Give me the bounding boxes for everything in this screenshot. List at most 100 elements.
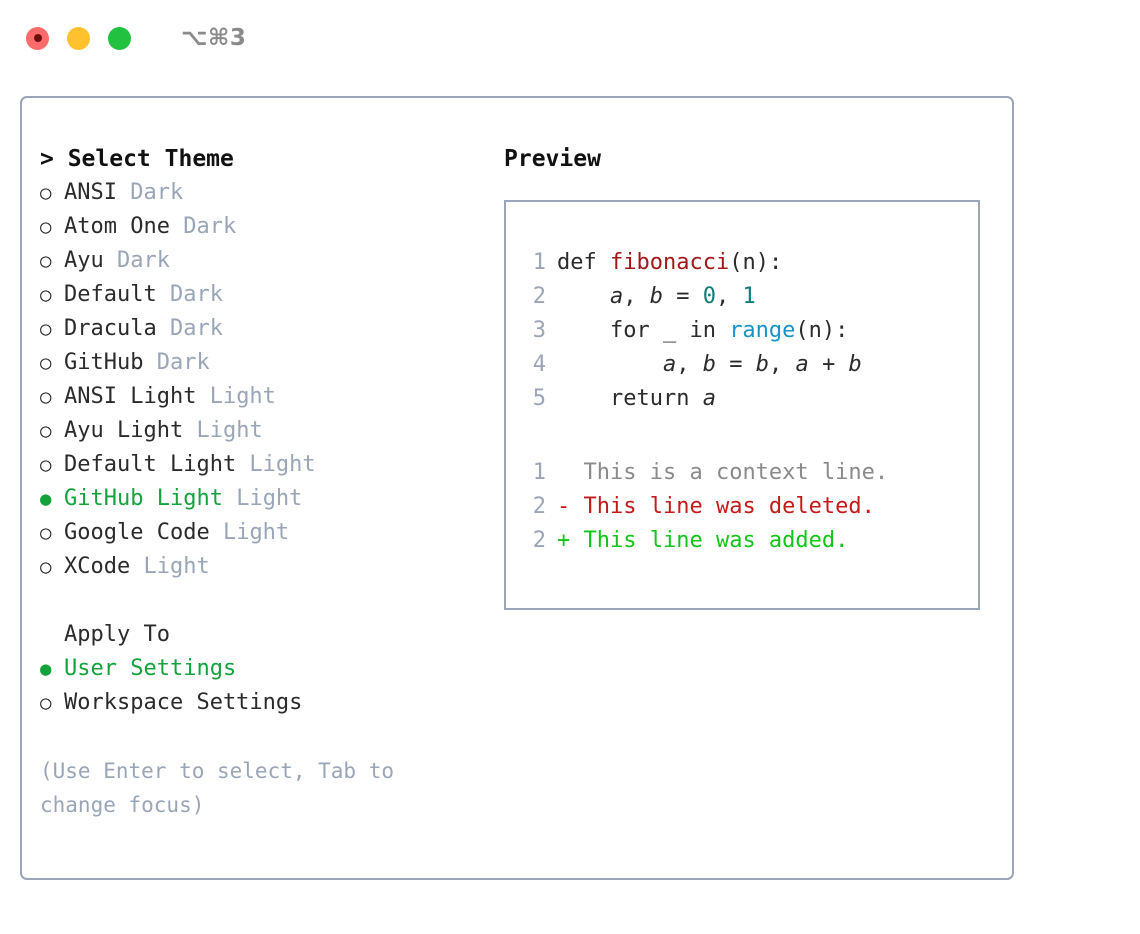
radio-unselected-icon: ○	[40, 352, 52, 374]
code-token-var: b	[755, 352, 769, 377]
apply-to-option-user-settings[interactable]: ●User Settings	[40, 652, 484, 686]
code-token-plain: return	[557, 386, 703, 411]
code-token-var: a	[662, 352, 677, 377]
apply-to-header: Apply To	[64, 622, 170, 647]
close-button-icon[interactable]	[26, 26, 49, 50]
code-line-number: 5	[532, 386, 546, 411]
theme-option-xcode[interactable]: ○ XCode Light	[40, 550, 484, 584]
theme-option-default-light[interactable]: ○ Default Light Light	[40, 448, 484, 482]
diff-marker: -	[557, 494, 584, 519]
diff-line-add: 2+ This line was added.	[524, 524, 978, 558]
code-token-plain: (n):	[795, 318, 849, 343]
radio-unselected-icon: ○	[40, 182, 52, 204]
code-token-plain: for _ in	[557, 318, 730, 343]
apply-to-option-list: ●User Settings ○ Workspace Settings	[40, 652, 484, 720]
theme-option-label: Google Code	[64, 520, 210, 545]
theme-option-ayu-light[interactable]: ○Ayu Light Light	[40, 414, 484, 448]
diff-line-number: 2	[532, 528, 546, 553]
theme-option-ansi-light[interactable]: ○ANSI Light Light	[40, 380, 484, 414]
radio-unselected-icon: ○	[40, 522, 52, 544]
code-token-plain	[557, 352, 663, 377]
radio-unselected-icon: ○	[40, 556, 52, 578]
hint-spacer	[40, 720, 484, 754]
theme-option-label: ANSI	[64, 180, 117, 205]
code-token-plain: ,	[768, 352, 796, 377]
radio-unselected-icon: ○	[40, 454, 52, 476]
diff-marker	[557, 460, 584, 485]
theme-option-variant: Light	[130, 554, 210, 579]
title-bar: ⌥⌘3	[0, 0, 1140, 76]
main-panel: > Select Theme ○ANSI Dark○Atom One Dark○…	[20, 96, 1014, 880]
theme-option-variant: Dark	[143, 350, 210, 375]
theme-option-label: Ayu Light	[64, 418, 184, 443]
theme-option-dracula[interactable]: ○ Dracula Dark	[40, 312, 484, 346]
theme-option-label: Ayu	[64, 248, 104, 273]
theme-option-label: Default	[64, 282, 157, 307]
code-token-plain	[557, 284, 610, 309]
theme-option-label: GitHub	[64, 350, 144, 375]
theme-option-variant: Light	[236, 452, 316, 477]
theme-option-label: Dracula	[64, 316, 157, 341]
theme-option-label: ANSI Light	[64, 384, 197, 409]
diff-spacer	[524, 416, 978, 456]
apply-to-option-label: Workspace Settings	[64, 690, 303, 715]
theme-option-label: Default Light	[64, 452, 237, 477]
radio-unselected-icon: ○	[40, 692, 52, 714]
diff-line-number: 2	[532, 494, 546, 519]
theme-option-variant: Light	[183, 418, 263, 443]
code-token-plain: ,	[676, 352, 703, 377]
theme-option-ayu[interactable]: ○Ayu Dark	[40, 244, 484, 278]
preview-title: Preview	[504, 146, 601, 172]
code-token-plain: +	[808, 352, 849, 377]
apply-to-option-workspace-settings[interactable]: ○ Workspace Settings	[40, 686, 484, 720]
theme-option-variant: Dark	[156, 282, 223, 307]
code-token-plain: (n):	[729, 250, 783, 275]
theme-option-ansi[interactable]: ○ANSI Dark	[40, 176, 484, 210]
theme-option-google-code[interactable]: ○ Google Code Light	[40, 516, 484, 550]
code-token-plain: ,	[623, 284, 650, 309]
diff-line-number: 1	[532, 460, 546, 485]
theme-option-label: XCode	[64, 554, 131, 579]
keyboard-hint-line-2: change focus)	[40, 793, 205, 817]
code-line-number: 4	[532, 352, 546, 377]
code-token-func: fibonacci	[609, 250, 730, 275]
code-token-plain: ,	[715, 284, 743, 309]
code-line: 5 return a	[524, 382, 978, 416]
keyboard-hint-line-1: (Use Enter to select, Tab to	[40, 759, 395, 783]
maximize-button-icon[interactable]	[108, 26, 131, 50]
code-line: 3 for _ in range(n):	[524, 314, 978, 348]
theme-option-github-light[interactable]: ●GitHub Light Light	[40, 482, 484, 516]
theme-option-default[interactable]: ○ Default Dark	[40, 278, 484, 312]
theme-option-variant: Dark	[103, 248, 170, 273]
select-theme-header: > Select Theme	[40, 146, 234, 172]
minimize-button-icon[interactable]	[67, 26, 90, 50]
window-title: ⌥⌘3	[181, 25, 247, 51]
diff-sample: 1 This is a context line.2- This line wa…	[524, 456, 978, 558]
code-line: 4 a, b = b, a + b	[524, 348, 978, 382]
radio-unselected-icon: ○	[40, 284, 52, 306]
theme-option-variant: Light	[196, 384, 276, 409]
theme-option-github[interactable]: ○ GitHub Dark	[40, 346, 484, 380]
theme-option-atom-one[interactable]: ○Atom One Dark	[40, 210, 484, 244]
code-line-number: 3	[532, 318, 546, 343]
radio-selected-icon: ●	[40, 658, 52, 680]
diff-line-del: 2- This line was deleted.	[524, 490, 978, 524]
radio-selected-icon: ●	[40, 488, 52, 510]
theme-picker-column: > Select Theme ○ANSI Dark○Atom One Dark○…	[22, 142, 484, 878]
code-token-var: b	[649, 284, 663, 309]
theme-option-variant: Dark	[169, 214, 237, 239]
theme-option-label: GitHub Light	[64, 486, 223, 511]
code-token-plain: def	[557, 250, 610, 275]
code-line: 2 a, b = 0, 1	[524, 280, 978, 314]
theme-option-variant: Dark	[156, 316, 223, 341]
section-spacer	[40, 584, 484, 618]
diff-marker: +	[557, 528, 584, 553]
code-token-var: b	[702, 352, 716, 377]
theme-option-variant: Light	[209, 520, 290, 545]
radio-unselected-icon: ○	[40, 318, 52, 340]
